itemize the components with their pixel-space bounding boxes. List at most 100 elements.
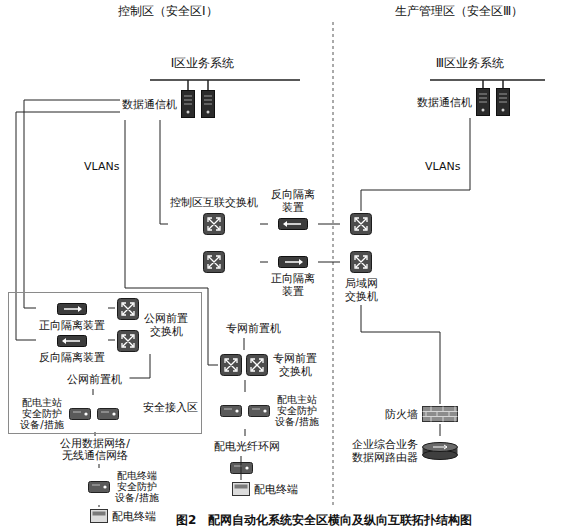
system-bus [430, 80, 545, 88]
link-line [361, 305, 440, 404]
node-label: 配电终端安全防护设备/措施 [114, 470, 160, 503]
label-text: VLANs [425, 160, 460, 173]
link-line [108, 308, 115, 309]
link-line [245, 429, 246, 436]
cloud-shape [372, 24, 568, 134]
link-line [318, 224, 340, 225]
node-label: 专网前置交换机 [272, 352, 318, 378]
isolation-device: 反向隔离装置 [36, 333, 108, 366]
iso-icon [57, 303, 87, 315]
srv-icon [181, 90, 215, 118]
isolation-device: 正向隔离装置 [268, 254, 318, 300]
network-cloud: 公用数据网络/无线通信网络 [40, 436, 150, 464]
sw-icon [220, 354, 268, 376]
isolation-device: 正向隔离装置 [36, 301, 108, 334]
node-label: 防火墙 [385, 408, 418, 421]
rt-icon [422, 442, 458, 460]
link-line [24, 100, 120, 308]
node-label: 配电终端 [112, 510, 156, 523]
data-gateway: 数据通信机 [415, 86, 512, 118]
management-zone: 生产管理区（安全区Ⅲ） Ⅲ区业务系统数据通信机局域网交换机防火墙企业综合业务数据网… [333, 0, 574, 531]
security-device: 配电主站安全防护设备/措施 [218, 392, 322, 429]
node-label: 正向隔离装置 [270, 272, 316, 298]
isolation-device: 反向隔离装置 [268, 186, 318, 232]
node-label: 公网前置交换机 [143, 312, 189, 338]
security-device: 配电终端安全防护设备/措施 [86, 468, 162, 505]
front-switch: 公网前置交换机 [115, 296, 191, 354]
label-text: VLANs [84, 160, 119, 173]
caption-text: 图2 配网自动化系统安全区横向及纵向互联拓扑结构图 [176, 513, 472, 527]
sw-icon [350, 213, 372, 273]
link-line [93, 389, 94, 395]
iso-icon [278, 256, 308, 268]
sec-icon [88, 481, 110, 493]
business-cloud: Ⅲ区业务系统数据通信机 [372, 24, 568, 134]
sec-icon [69, 408, 119, 420]
link-line [99, 464, 100, 468]
interconnect-switch: 控制区互联交换机 [168, 194, 260, 275]
zone-divider [333, 22, 334, 505]
zone-title: 生产管理区（安全区Ⅲ） [395, 4, 523, 19]
fw-icon [422, 406, 458, 422]
node-label: 反向隔离装置 [270, 188, 316, 214]
link-line [95, 432, 96, 436]
zone-title: 控制区（安全区Ⅰ） [118, 4, 218, 19]
term-icon [90, 509, 108, 523]
access-zone: 安全接入区 正向隔离装置反向隔离装置 公网前置交换机公网前置机配电主站安全防护设备/… [8, 292, 202, 434]
fiber-ring: 配电光纤环网 [204, 436, 290, 456]
front-switch: 专网前置交换机 [218, 350, 320, 380]
term-icon [232, 482, 250, 496]
sw-icon [117, 298, 139, 352]
sw-icon [203, 213, 225, 273]
vlan-label: VLANs [84, 160, 119, 173]
node-label: 公用数据网络/无线通信网络 [58, 438, 132, 462]
vlan-label: VLANs [425, 160, 460, 173]
node-label: 安全接入区 [143, 401, 198, 414]
terminal: 配电终端 [88, 507, 158, 525]
node-label: 数据通信机 [417, 96, 472, 109]
link-line [241, 456, 242, 480]
link-line [160, 120, 168, 224]
firewall: 防火墙 [360, 404, 460, 424]
node-label: 控制区互联交换机 [170, 196, 258, 209]
system-bus [150, 80, 300, 90]
link-line [318, 262, 340, 263]
iso-icon [57, 335, 87, 347]
data-gateway: 数据通信机 [120, 88, 217, 120]
node-label: 配电主站安全防护设备/措施 [19, 397, 65, 430]
front-server: 专网前置机 [214, 318, 292, 338]
node-label: 配电终端 [254, 483, 298, 496]
link-line [108, 340, 115, 341]
node-label: 配电光纤环网 [214, 440, 280, 453]
node-label: 公网前置机 [67, 373, 122, 386]
link-line [440, 424, 441, 436]
link-line [130, 354, 151, 378]
node-label: 局域网交换机 [343, 277, 379, 303]
node-label: 配电主站安全防护设备/措施 [274, 394, 320, 427]
node-label: 专网前置机 [226, 322, 281, 335]
business-cloud: Ⅰ区业务系统数据通信机 [75, 22, 330, 140]
link-line [245, 380, 246, 392]
node-label: 正向隔离装置 [39, 319, 105, 332]
link-line [99, 505, 100, 507]
system-title: Ⅰ区业务系统 [75, 56, 330, 71]
node-label: 数据通信机 [122, 98, 177, 111]
control-zone: 控制区（安全区Ⅰ）Ⅰ区业务系统数据通信机控制区互联交换机反向隔离装置正向隔离装置… [0, 0, 333, 531]
lan-switch: 局域网交换机 [340, 211, 382, 305]
link-line [244, 338, 245, 350]
iso-icon [278, 218, 308, 230]
sec-icon [220, 405, 270, 417]
node-label: 反向隔离装置 [39, 351, 105, 364]
security-device: 配电主站安全防护设备/措施 [17, 395, 121, 432]
node-label: 企业综合业务数据网路由器 [350, 438, 418, 464]
srv-icon [476, 88, 510, 116]
cloud-shape [75, 22, 330, 140]
front-server: 公网前置机 [59, 369, 130, 389]
system-title: Ⅲ区业务系统 [372, 56, 568, 71]
link-line [16, 112, 120, 340]
figure-caption: 图2 配网自动化系统安全区横向及纵向互联拓扑结构图 [176, 513, 472, 527]
router: 企业综合业务数据网路由器 [350, 436, 460, 466]
link-line [260, 262, 268, 263]
link-line [260, 224, 268, 225]
terminal: 配电终端 [230, 480, 300, 498]
